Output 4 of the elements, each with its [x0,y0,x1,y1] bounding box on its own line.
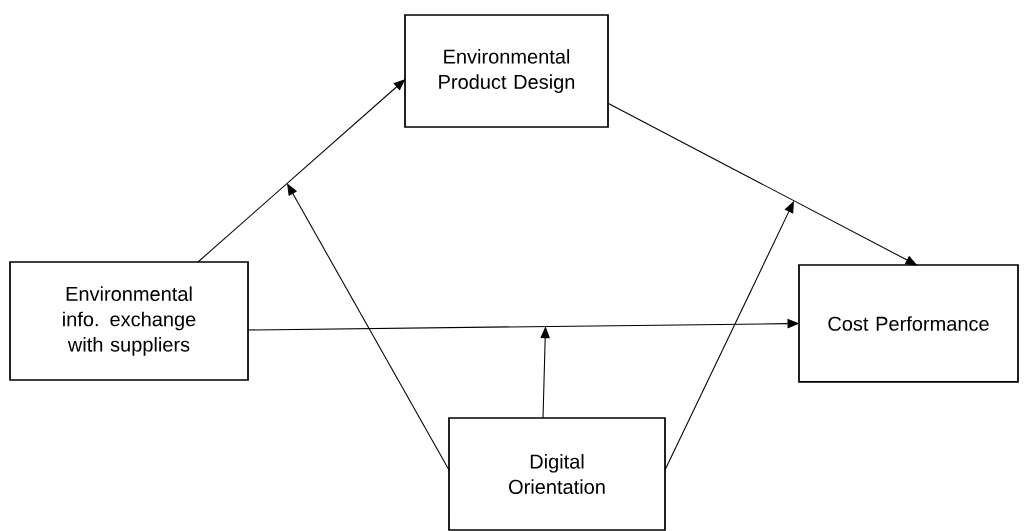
box: Cost Performance [798,264,1019,383]
box: Environmental info. exchange with suppliers [9,261,249,381]
box: Environmental Product Design [404,14,609,128]
box: Digital Orientation [448,417,666,531]
